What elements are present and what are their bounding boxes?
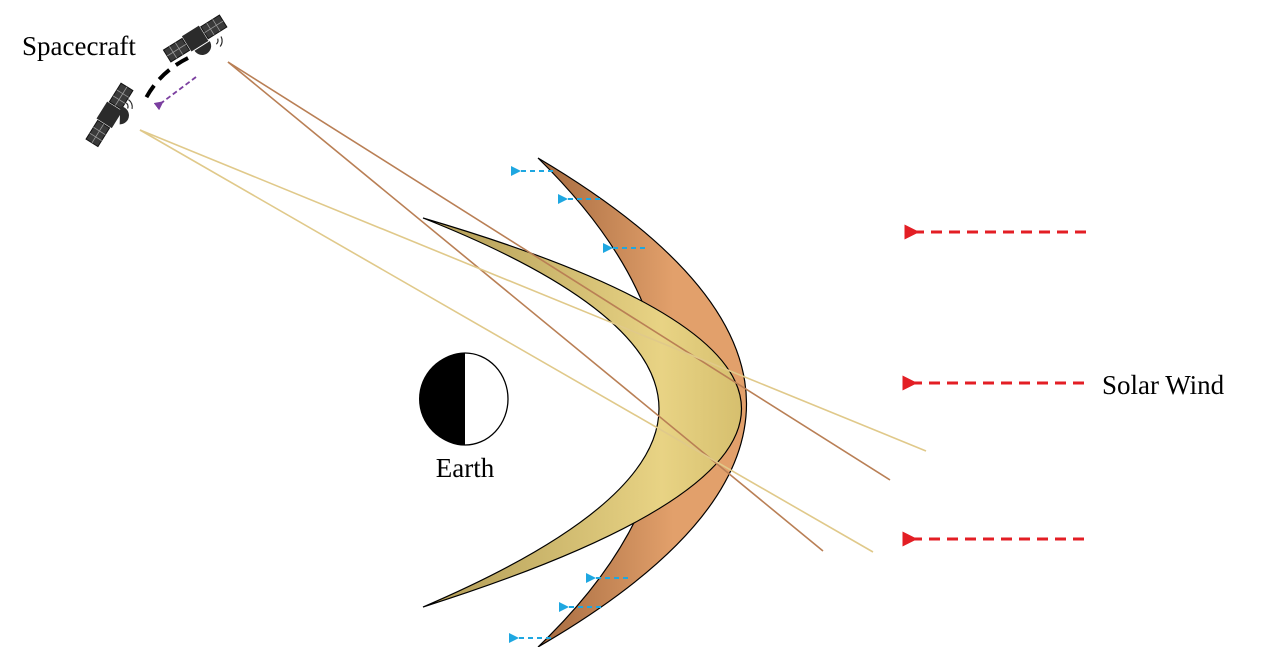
boundary-motion-arrows [509,166,645,643]
earth-night-side [419,353,465,445]
solar-wind-arrows [902,224,1086,547]
earth [419,352,511,446]
orbit-path [144,56,189,99]
satellite-icon [85,82,134,148]
earth-outline [421,352,509,446]
solar-wind-label: Solar Wind [1102,370,1225,400]
sightline-upper-2 [227,61,824,552]
spacecraft-motion-arrow [153,76,197,111]
earth-day-side [465,353,511,445]
sightline-upper-1 [227,61,891,481]
earth-label: Earth [436,453,495,483]
sightline-lower-2 [139,129,874,553]
satellite-icon [162,14,228,63]
spacecraft-label: Spacecraft [22,31,136,61]
satellite-dish [194,41,212,55]
inner-boundary-crescent [422,217,743,608]
sightlines [139,61,927,553]
sightline-lower-1 [139,129,927,452]
satellite-body [181,25,209,52]
